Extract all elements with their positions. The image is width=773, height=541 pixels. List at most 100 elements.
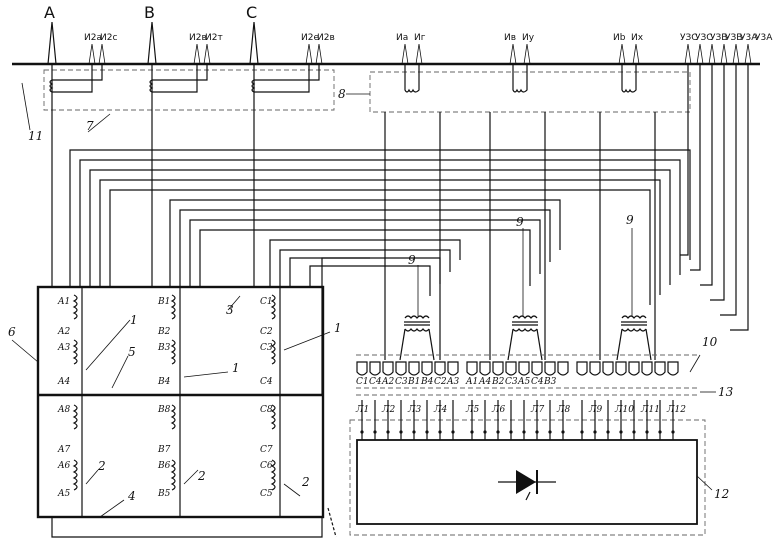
terminal-label: C3 xyxy=(395,377,408,387)
gate-leads xyxy=(384,64,749,360)
tap-label: И2a xyxy=(84,33,102,43)
ref-5: 5 xyxy=(128,345,136,359)
terminal-socket xyxy=(641,361,653,376)
junction-dot xyxy=(548,430,552,434)
terminal-socket xyxy=(369,361,381,376)
junction-dot xyxy=(606,430,610,434)
terminal-socket xyxy=(589,361,601,376)
phase-label-c: C xyxy=(246,3,257,22)
terminal-socket xyxy=(628,361,640,376)
svg-text:A4: A4 xyxy=(57,377,70,387)
tap-label: Иг xyxy=(414,33,426,43)
terminal-label: A2 xyxy=(381,377,394,387)
junction-dot xyxy=(483,430,487,434)
bottom-loop xyxy=(51,517,323,538)
thyristor-block xyxy=(356,439,698,525)
terminal-label: Л3 xyxy=(407,405,422,415)
tap-label: Иу xyxy=(522,33,535,43)
junction-dot xyxy=(619,430,623,434)
junction-dot xyxy=(438,430,442,434)
ref-13: 13 xyxy=(718,385,734,399)
terminal-label: Л10 xyxy=(614,405,634,415)
terminal-label: A1 xyxy=(465,377,478,387)
tap-label: И2e xyxy=(301,33,319,43)
ref-3: 3 xyxy=(226,303,234,317)
tap-label: Иb xyxy=(613,33,626,43)
ref-2: 2 xyxy=(197,469,206,483)
block-leads xyxy=(360,400,675,440)
junction-dot xyxy=(593,430,597,434)
junction-dot xyxy=(451,430,455,434)
terminal-label: Л9 xyxy=(588,405,603,415)
winding-labels-a: A1 A2 A3 A4 A8 A7 A6 A5 xyxy=(57,297,70,499)
terminal-socket xyxy=(434,361,446,376)
terminal-socket xyxy=(382,361,394,376)
terminal-label: C4 xyxy=(531,377,544,387)
svg-text:C4: C4 xyxy=(260,377,273,387)
terminal-label: Л4 xyxy=(433,405,448,415)
terminal-socket xyxy=(576,361,588,376)
svg-text:C8: C8 xyxy=(260,405,273,415)
tap-label: Ив xyxy=(504,33,516,43)
ref-2: 2 xyxy=(301,475,310,489)
reference-numerals: 11 7 8 6 5 1 1 1 3 2 2 2 4 9 9 9 10 13 xyxy=(8,82,734,518)
svg-text:A3: A3 xyxy=(57,343,70,353)
terminal-label: C2 xyxy=(434,377,447,387)
tap-label: УЗС xyxy=(695,33,713,43)
svg-text:B8: B8 xyxy=(157,405,171,415)
terminal-label: Л6 xyxy=(491,405,506,415)
bus-taps: И2a И2c И2в И2т И2e И2в Иa Иг Ив Иу Иb И… xyxy=(84,33,773,65)
svg-text:B6: B6 xyxy=(157,461,171,471)
terminal-label: Л12 xyxy=(666,405,686,415)
pulse-transformer xyxy=(616,315,652,361)
terminal-socket xyxy=(492,361,504,376)
tap-label: УЗС xyxy=(680,33,698,43)
svg-text:C3: C3 xyxy=(260,343,273,353)
terminal-label: B4 xyxy=(420,377,434,387)
svg-text:C5: C5 xyxy=(260,489,273,499)
terminal-socket xyxy=(479,361,491,376)
tap-label: УЗВ xyxy=(725,33,742,43)
tap-label: У3А xyxy=(755,33,773,43)
tap-label: И2т xyxy=(205,33,223,43)
terminal-label: A5 xyxy=(517,377,530,387)
ref-1: 1 xyxy=(130,313,138,327)
svg-text:A2: A2 xyxy=(57,327,70,337)
terminal-label: Л2 xyxy=(381,405,396,415)
junction-dot xyxy=(522,430,526,434)
tap-label: И2в xyxy=(189,33,207,43)
junction-dot xyxy=(386,430,390,434)
ref-1: 1 xyxy=(334,321,342,335)
ref-7: 7 xyxy=(86,119,94,133)
svg-text:A8: A8 xyxy=(57,405,70,415)
terminal-socket xyxy=(421,361,433,376)
terminal-socket xyxy=(602,361,614,376)
junction-dot xyxy=(509,430,513,434)
svg-text:B2: B2 xyxy=(157,327,171,337)
thyristor-icon xyxy=(498,470,556,501)
svg-text:A1: A1 xyxy=(57,297,70,307)
pulse-transformer xyxy=(399,315,435,361)
pulse-transformer xyxy=(507,315,543,361)
junction-dot xyxy=(671,430,675,434)
junction-dot xyxy=(425,430,429,434)
ref-11: 11 xyxy=(28,129,43,143)
box-7 xyxy=(43,69,335,111)
terminal-socket xyxy=(667,361,679,376)
svg-text:A7: A7 xyxy=(57,445,70,455)
terminal-socket xyxy=(544,361,556,376)
svg-text:C6: C6 xyxy=(260,461,273,471)
ref-9: 9 xyxy=(408,253,416,267)
wiring-loops xyxy=(69,149,691,395)
terminal-socket xyxy=(615,361,627,376)
terminal-socket xyxy=(447,361,459,376)
terminal-socket xyxy=(356,361,368,376)
junction-dot xyxy=(373,430,377,434)
box-12-outer xyxy=(349,419,706,536)
svg-text:C2: C2 xyxy=(260,327,273,337)
svg-text:A5: A5 xyxy=(57,489,70,499)
ref-12: 12 xyxy=(714,487,729,501)
